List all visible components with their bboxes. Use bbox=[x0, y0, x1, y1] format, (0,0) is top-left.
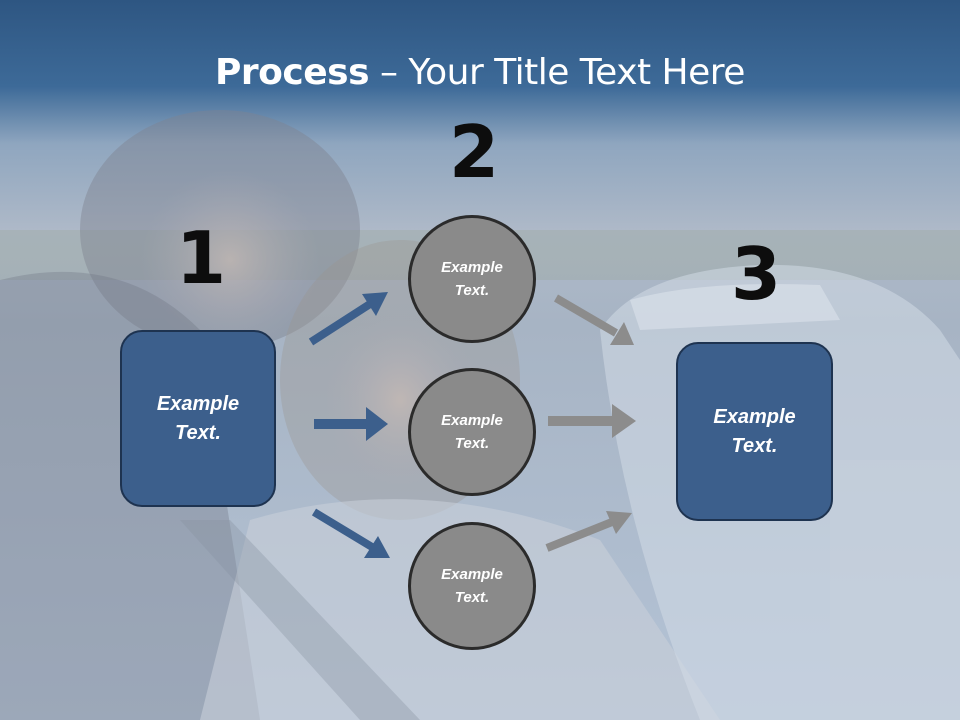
arrow-down-right-icon bbox=[311, 508, 390, 558]
title-bold: Process bbox=[215, 52, 370, 93]
step-1-box: Example Text. bbox=[120, 330, 276, 507]
step-2-circle-bottom: Example Text. bbox=[408, 522, 536, 650]
step-number-2: 2 bbox=[449, 110, 500, 194]
title-rest: – Your Title Text Here bbox=[369, 52, 745, 93]
step-number-1: 1 bbox=[176, 216, 227, 300]
arrow-down-right-gray-icon bbox=[553, 294, 634, 345]
step-2-circle-middle: Example Text. bbox=[408, 368, 536, 496]
slide-title: Process – Your Title Text Here bbox=[0, 52, 960, 93]
step-3-box: Example Text. bbox=[676, 342, 833, 521]
step-number-3: 3 bbox=[731, 232, 782, 316]
arrow-up-right-icon bbox=[308, 292, 388, 346]
step-2-circle-top: Example Text. bbox=[408, 215, 536, 343]
arrow-right-icon bbox=[314, 407, 388, 441]
arrow-up-right-gray-icon bbox=[545, 511, 632, 552]
arrow-right-gray-icon bbox=[548, 404, 636, 438]
